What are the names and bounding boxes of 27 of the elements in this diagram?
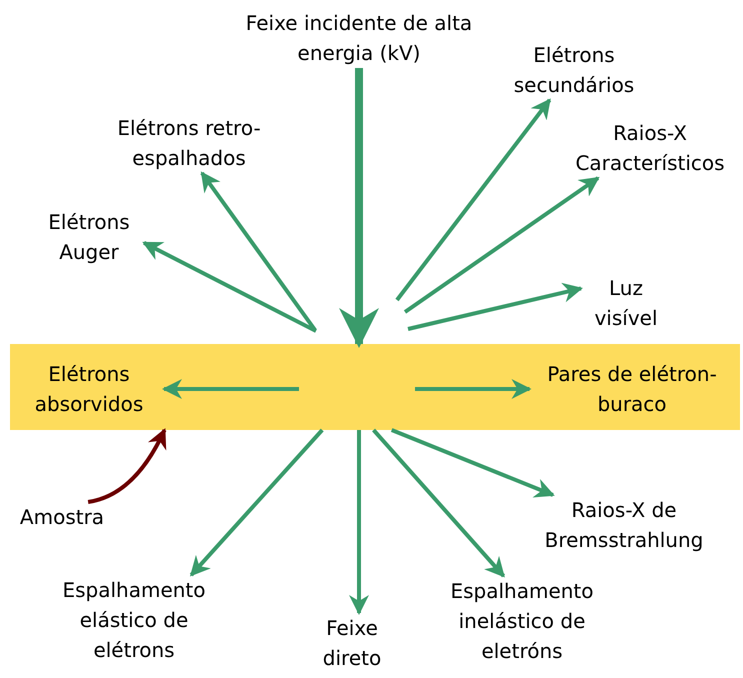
emission-label: Raios-X de Bremsstrahlung bbox=[524, 495, 724, 555]
beam-label: Feixe incidente de alta energia (kV) bbox=[243, 8, 475, 68]
arrow bbox=[162, 379, 299, 399]
arrow bbox=[395, 98, 552, 302]
emission-label: Elétrons secundários bbox=[494, 40, 654, 100]
arrow bbox=[88, 428, 166, 504]
emission-label: Elétrons absorvidos bbox=[14, 359, 164, 419]
arrow bbox=[408, 282, 583, 331]
sample-band bbox=[10, 344, 740, 430]
arrow bbox=[339, 68, 379, 348]
arrow bbox=[349, 430, 369, 615]
sample-label: Amostra bbox=[7, 502, 117, 532]
emission-label: Espalhamento inelástico de eletróns bbox=[432, 576, 612, 666]
emission-label: Elétrons retro-espalhados bbox=[93, 113, 285, 173]
emission-label: Raios-X Característicos bbox=[560, 118, 740, 178]
arrow bbox=[404, 176, 600, 314]
arrow bbox=[415, 379, 532, 399]
arrow bbox=[390, 428, 555, 498]
beam-label: Feixe direto bbox=[312, 613, 392, 673]
arrow bbox=[200, 171, 317, 332]
arrow bbox=[142, 241, 317, 333]
emission-label: Elétrons Auger bbox=[34, 207, 144, 267]
arrow bbox=[372, 428, 506, 578]
emission-label: Espalhamento elástico de elétrons bbox=[44, 575, 224, 665]
emission-label: Luz visível bbox=[581, 273, 671, 333]
emission-label: Pares de elétron-buraco bbox=[530, 359, 734, 419]
arrow bbox=[190, 428, 324, 576]
